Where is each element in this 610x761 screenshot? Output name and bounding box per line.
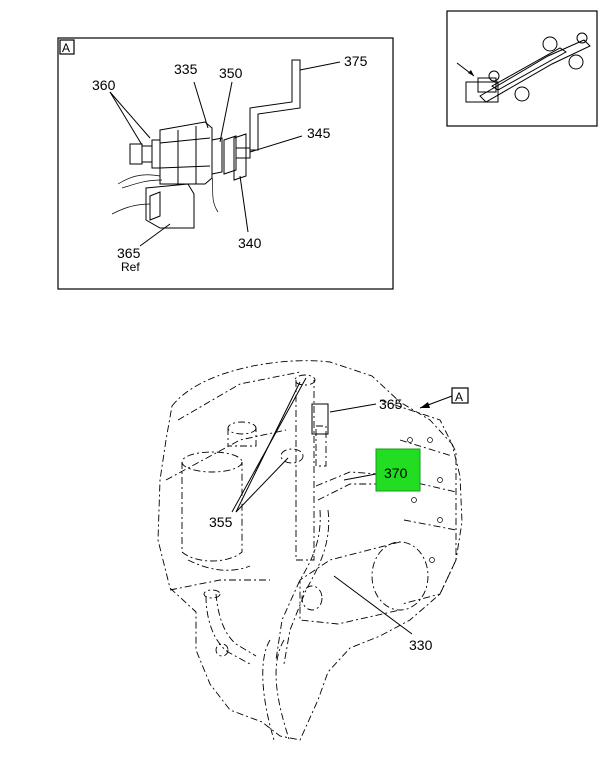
callout-345: 345: [307, 125, 331, 141]
callout-330: 330: [409, 637, 433, 653]
detail-tag-box: [59, 39, 75, 55]
callout-360: 360: [92, 77, 116, 93]
starter-motor-drawing: [299, 541, 429, 625]
detail-tag: A: [62, 41, 70, 55]
main-view: A 365 370 355 330: [157, 360, 469, 743]
callout-340: 340: [238, 235, 262, 251]
callout-365-detail: 365: [117, 245, 141, 261]
callout-350: 350: [219, 65, 243, 81]
filter-canister-drawing: [181, 421, 257, 562]
locator-frame: [446, 10, 598, 127]
detail-inset-a: A: [57, 37, 394, 290]
engine-block-drawing: [379, 399, 457, 605]
truck-chassis-drawing: [456, 32, 591, 103]
callout-375: 375: [344, 53, 368, 69]
callout-365-main: 365: [379, 396, 403, 412]
highlight-box-370[interactable]: [375, 448, 421, 492]
callout-365-ref: Ref: [121, 260, 140, 274]
stud-nut-drawing: [129, 139, 161, 169]
callout-335: 335: [174, 61, 198, 77]
callout-370[interactable]: 370: [384, 465, 408, 481]
pipe-harness-drawing: [262, 374, 379, 743]
left-pipes-drawing: [203, 589, 257, 665]
locator-inset: [446, 10, 598, 127]
detail-frame: [57, 37, 394, 290]
main-tag-a: A: [455, 390, 463, 404]
engine-outline-drawing: [157, 360, 463, 741]
relay-body-drawing: [145, 121, 223, 229]
callout-355: 355: [209, 514, 233, 530]
main-tag-box: [451, 387, 469, 404]
